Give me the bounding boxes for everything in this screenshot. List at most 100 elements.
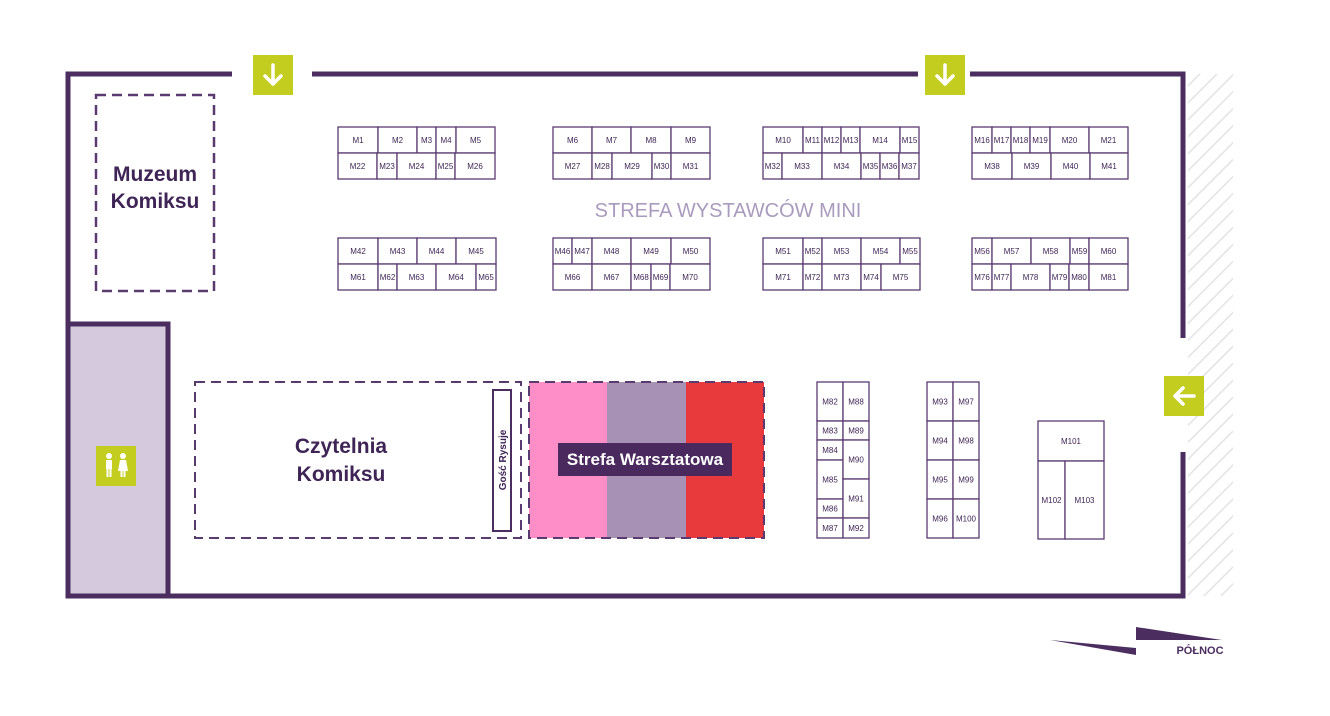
booth-m10[interactable] [762, 126, 804, 154]
booth-m50[interactable] [670, 237, 711, 265]
booth-label: M68 [633, 273, 649, 282]
booth-label: M52 [805, 247, 821, 256]
booth-label: M53 [834, 247, 850, 256]
booth-label: M38 [984, 162, 1000, 171]
outdoor-hatch [1188, 74, 1233, 596]
booth-label: M87 [822, 524, 838, 533]
booth-m48[interactable] [591, 237, 632, 265]
booth-label: M74 [863, 273, 879, 282]
booth-label: M103 [1074, 496, 1095, 505]
booth-m90[interactable] [842, 439, 870, 480]
booth-m67[interactable] [591, 263, 632, 291]
booth-label: M101 [1061, 437, 1082, 446]
booth-label: M24 [409, 162, 425, 171]
booth-m29[interactable] [611, 152, 653, 180]
booth-label: M28 [594, 162, 610, 171]
booth-m21[interactable] [1088, 126, 1129, 154]
booth-m26[interactable] [454, 152, 496, 180]
booth-m98[interactable] [952, 420, 980, 461]
booth-label: M25 [438, 162, 454, 171]
booth-label: M51 [775, 247, 791, 256]
booth-m9[interactable] [670, 126, 711, 154]
booth-label: M62 [380, 273, 396, 282]
booth-label: M33 [794, 162, 810, 171]
booth-m65[interactable] [475, 263, 497, 291]
booth-m49[interactable] [630, 237, 672, 265]
booth-label: M65 [478, 273, 494, 282]
booth-label: M59 [1072, 247, 1088, 256]
booth-m8[interactable] [630, 126, 672, 154]
workshop-label: Strefa Warsztatowa [558, 443, 732, 476]
booth-m22[interactable] [337, 152, 378, 180]
booth-m96[interactable] [926, 498, 954, 539]
booth-label: M8 [645, 136, 657, 145]
booth-m63[interactable] [396, 263, 437, 291]
booth-m91[interactable] [842, 478, 870, 519]
booth-m103[interactable] [1064, 460, 1105, 540]
entrance-sign-top-right [925, 55, 965, 95]
booth-m6[interactable] [552, 126, 593, 154]
booth-m71[interactable] [762, 263, 804, 291]
booth-m92[interactable] [842, 517, 870, 539]
arrow-down-icon [935, 63, 955, 86]
booth-m41[interactable] [1089, 152, 1129, 180]
booth-m73[interactable] [821, 263, 862, 291]
booth-label: M81 [1101, 273, 1117, 282]
booth-m75[interactable] [880, 263, 921, 291]
compass-needle-left [1050, 640, 1136, 655]
booth-label: M61 [350, 273, 366, 282]
museum-label-2: Komiksu [111, 190, 200, 213]
booth-m14[interactable] [859, 126, 901, 154]
booth-m45[interactable] [455, 237, 497, 265]
booth-m34[interactable] [821, 152, 862, 180]
booth-m27[interactable] [552, 152, 593, 180]
booth-m70[interactable] [669, 263, 711, 291]
booth-m100[interactable] [952, 498, 980, 539]
booth-label: M50 [683, 247, 699, 256]
booth-m42[interactable] [337, 237, 379, 265]
booth-m7[interactable] [591, 126, 632, 154]
booth-label: M10 [775, 136, 791, 145]
entrance-sign-top-left [253, 55, 293, 95]
booth-m99[interactable] [952, 459, 980, 500]
booth-label: M70 [682, 273, 698, 282]
entrance-sign-right [1164, 376, 1204, 416]
reading-label-1: Czytelnia [295, 435, 388, 458]
booth-m37[interactable] [898, 152, 920, 180]
compass-needle-right [1136, 627, 1222, 640]
booth-label: M5 [470, 136, 482, 145]
booth-label: M23 [379, 162, 395, 171]
booth-m61[interactable] [337, 263, 379, 291]
booth-label: M30 [654, 162, 670, 171]
booth-label: M41 [1101, 162, 1117, 171]
booth-m20[interactable] [1049, 126, 1090, 154]
booth-m78[interactable] [1010, 263, 1051, 291]
booth-label: M82 [822, 398, 838, 407]
booth-label: M21 [1101, 136, 1117, 145]
booth-label: M16 [974, 136, 990, 145]
booth-m81[interactable] [1088, 263, 1129, 291]
booth-m60[interactable] [1088, 237, 1129, 265]
reading-label-2: Komiksu [297, 463, 386, 486]
booth-m5[interactable] [455, 126, 496, 154]
booth-m31[interactable] [670, 152, 711, 180]
booth-label: M37 [901, 162, 917, 171]
booth-label: M46 [555, 247, 571, 256]
booth-label: M95 [932, 476, 948, 485]
booth-m94[interactable] [926, 420, 954, 461]
booth-label: M49 [643, 247, 659, 256]
booth-label: M84 [822, 446, 838, 455]
booth-m40[interactable] [1050, 152, 1091, 180]
booth-m97[interactable] [952, 381, 980, 422]
guest-drawing-zone [492, 389, 512, 532]
booth-m54[interactable] [860, 237, 901, 265]
booth-label: M102 [1041, 496, 1062, 505]
booth-m38[interactable] [971, 152, 1013, 180]
booth-m93[interactable] [926, 381, 954, 422]
booth-label: M14 [872, 136, 888, 145]
booth-label: M32 [765, 162, 781, 171]
booth-m39[interactable] [1011, 152, 1052, 180]
booth-label: M85 [822, 476, 838, 485]
booth-label: M44 [429, 247, 445, 256]
